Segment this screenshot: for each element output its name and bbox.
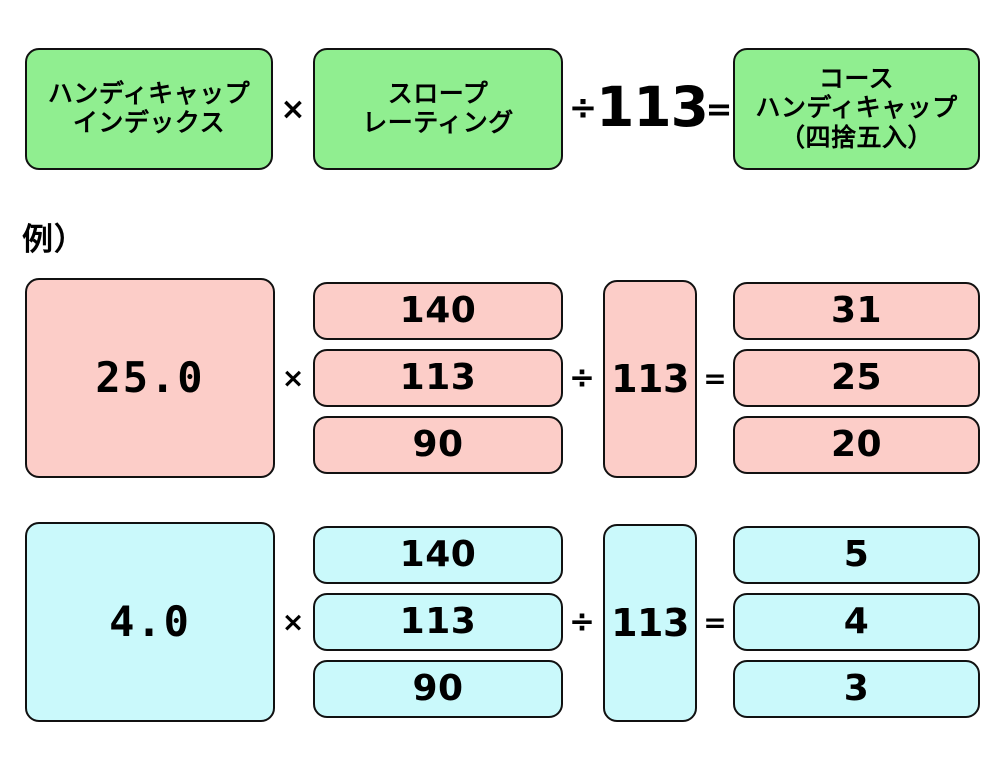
equals-operator-icon: = [703,605,727,639]
multiply-operator-icon: × [281,362,305,394]
formula-divisor-113: 113 [596,75,709,139]
equals-operator-icon: = [705,90,733,128]
example-slope-rating: 113 [313,593,563,651]
example-divisor-113: 113 [603,524,697,722]
example-row-blue: 4.0 × 140 113 90 ÷ 113 = 5 4 3 [0,522,1000,722]
divide-operator-icon: ÷ [569,604,595,640]
example-result: 3 [733,660,980,718]
formula-term-slope-rating: スロープレーティング [313,48,563,170]
equals-operator-icon: = [703,361,727,395]
divide-operator-icon: ÷ [568,88,598,128]
example-result: 4 [733,593,980,651]
example-slope-rating: 113 [313,349,563,407]
multiply-operator-icon: × [280,91,306,127]
formula-term-handicap-index: ハンディキャップインデックス [25,48,273,170]
example-result: 20 [733,416,980,474]
example-handicap-index: 25.0 [25,278,275,478]
example-result: 25 [733,349,980,407]
example-slope-rating: 140 [313,282,563,340]
example-slope-rating: 140 [313,526,563,584]
example-slope-rating: 90 [313,660,563,718]
example-slope-rating: 90 [313,416,563,474]
example-label: 例） [22,222,86,257]
formula-result-course-handicap: コースハンディキャップ（四捨五入） [733,48,980,170]
multiply-operator-icon: × [281,606,305,638]
example-result: 5 [733,526,980,584]
example-divisor-113: 113 [603,280,697,478]
example-handicap-index: 4.0 [25,522,275,722]
example-row-pink: 25.0 × 140 113 90 ÷ 113 = 31 25 20 [0,278,1000,478]
example-result: 31 [733,282,980,340]
divide-operator-icon: ÷ [569,360,595,396]
